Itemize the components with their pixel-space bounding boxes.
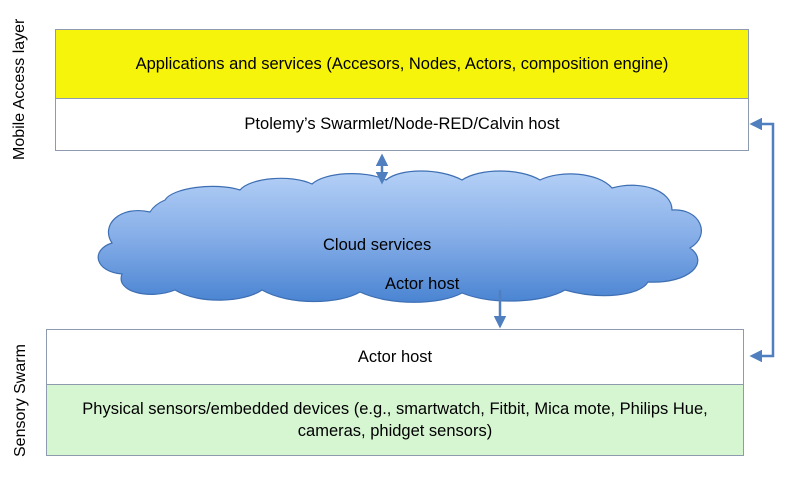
swarmlet-host-box: Ptolemy’s Swarmlet/Node-RED/Calvin host: [55, 98, 749, 151]
swarmlet-host-label: Ptolemy’s Swarmlet/Node-RED/Calvin host: [244, 115, 560, 134]
actor-host-box: Actor host: [46, 329, 744, 385]
cloud-shape: [97, 170, 702, 303]
physical-sensors-label: Physical sensors/embedded devices (e.g.,…: [82, 399, 708, 440]
applications-services-box: Applications and services (Accesors, Nod…: [55, 29, 749, 99]
cloud-actor-host-label: Actor host: [385, 275, 460, 293]
physical-sensors-box: Physical sensors/embedded devices (e.g.,…: [46, 384, 744, 456]
actor-host-label: Actor host: [357, 347, 433, 366]
cloud-services-label: Cloud services: [323, 236, 432, 254]
right-connector-arrow: [749, 117, 775, 363]
applications-services-label: Applications and services (Accesors, Nod…: [135, 54, 669, 73]
